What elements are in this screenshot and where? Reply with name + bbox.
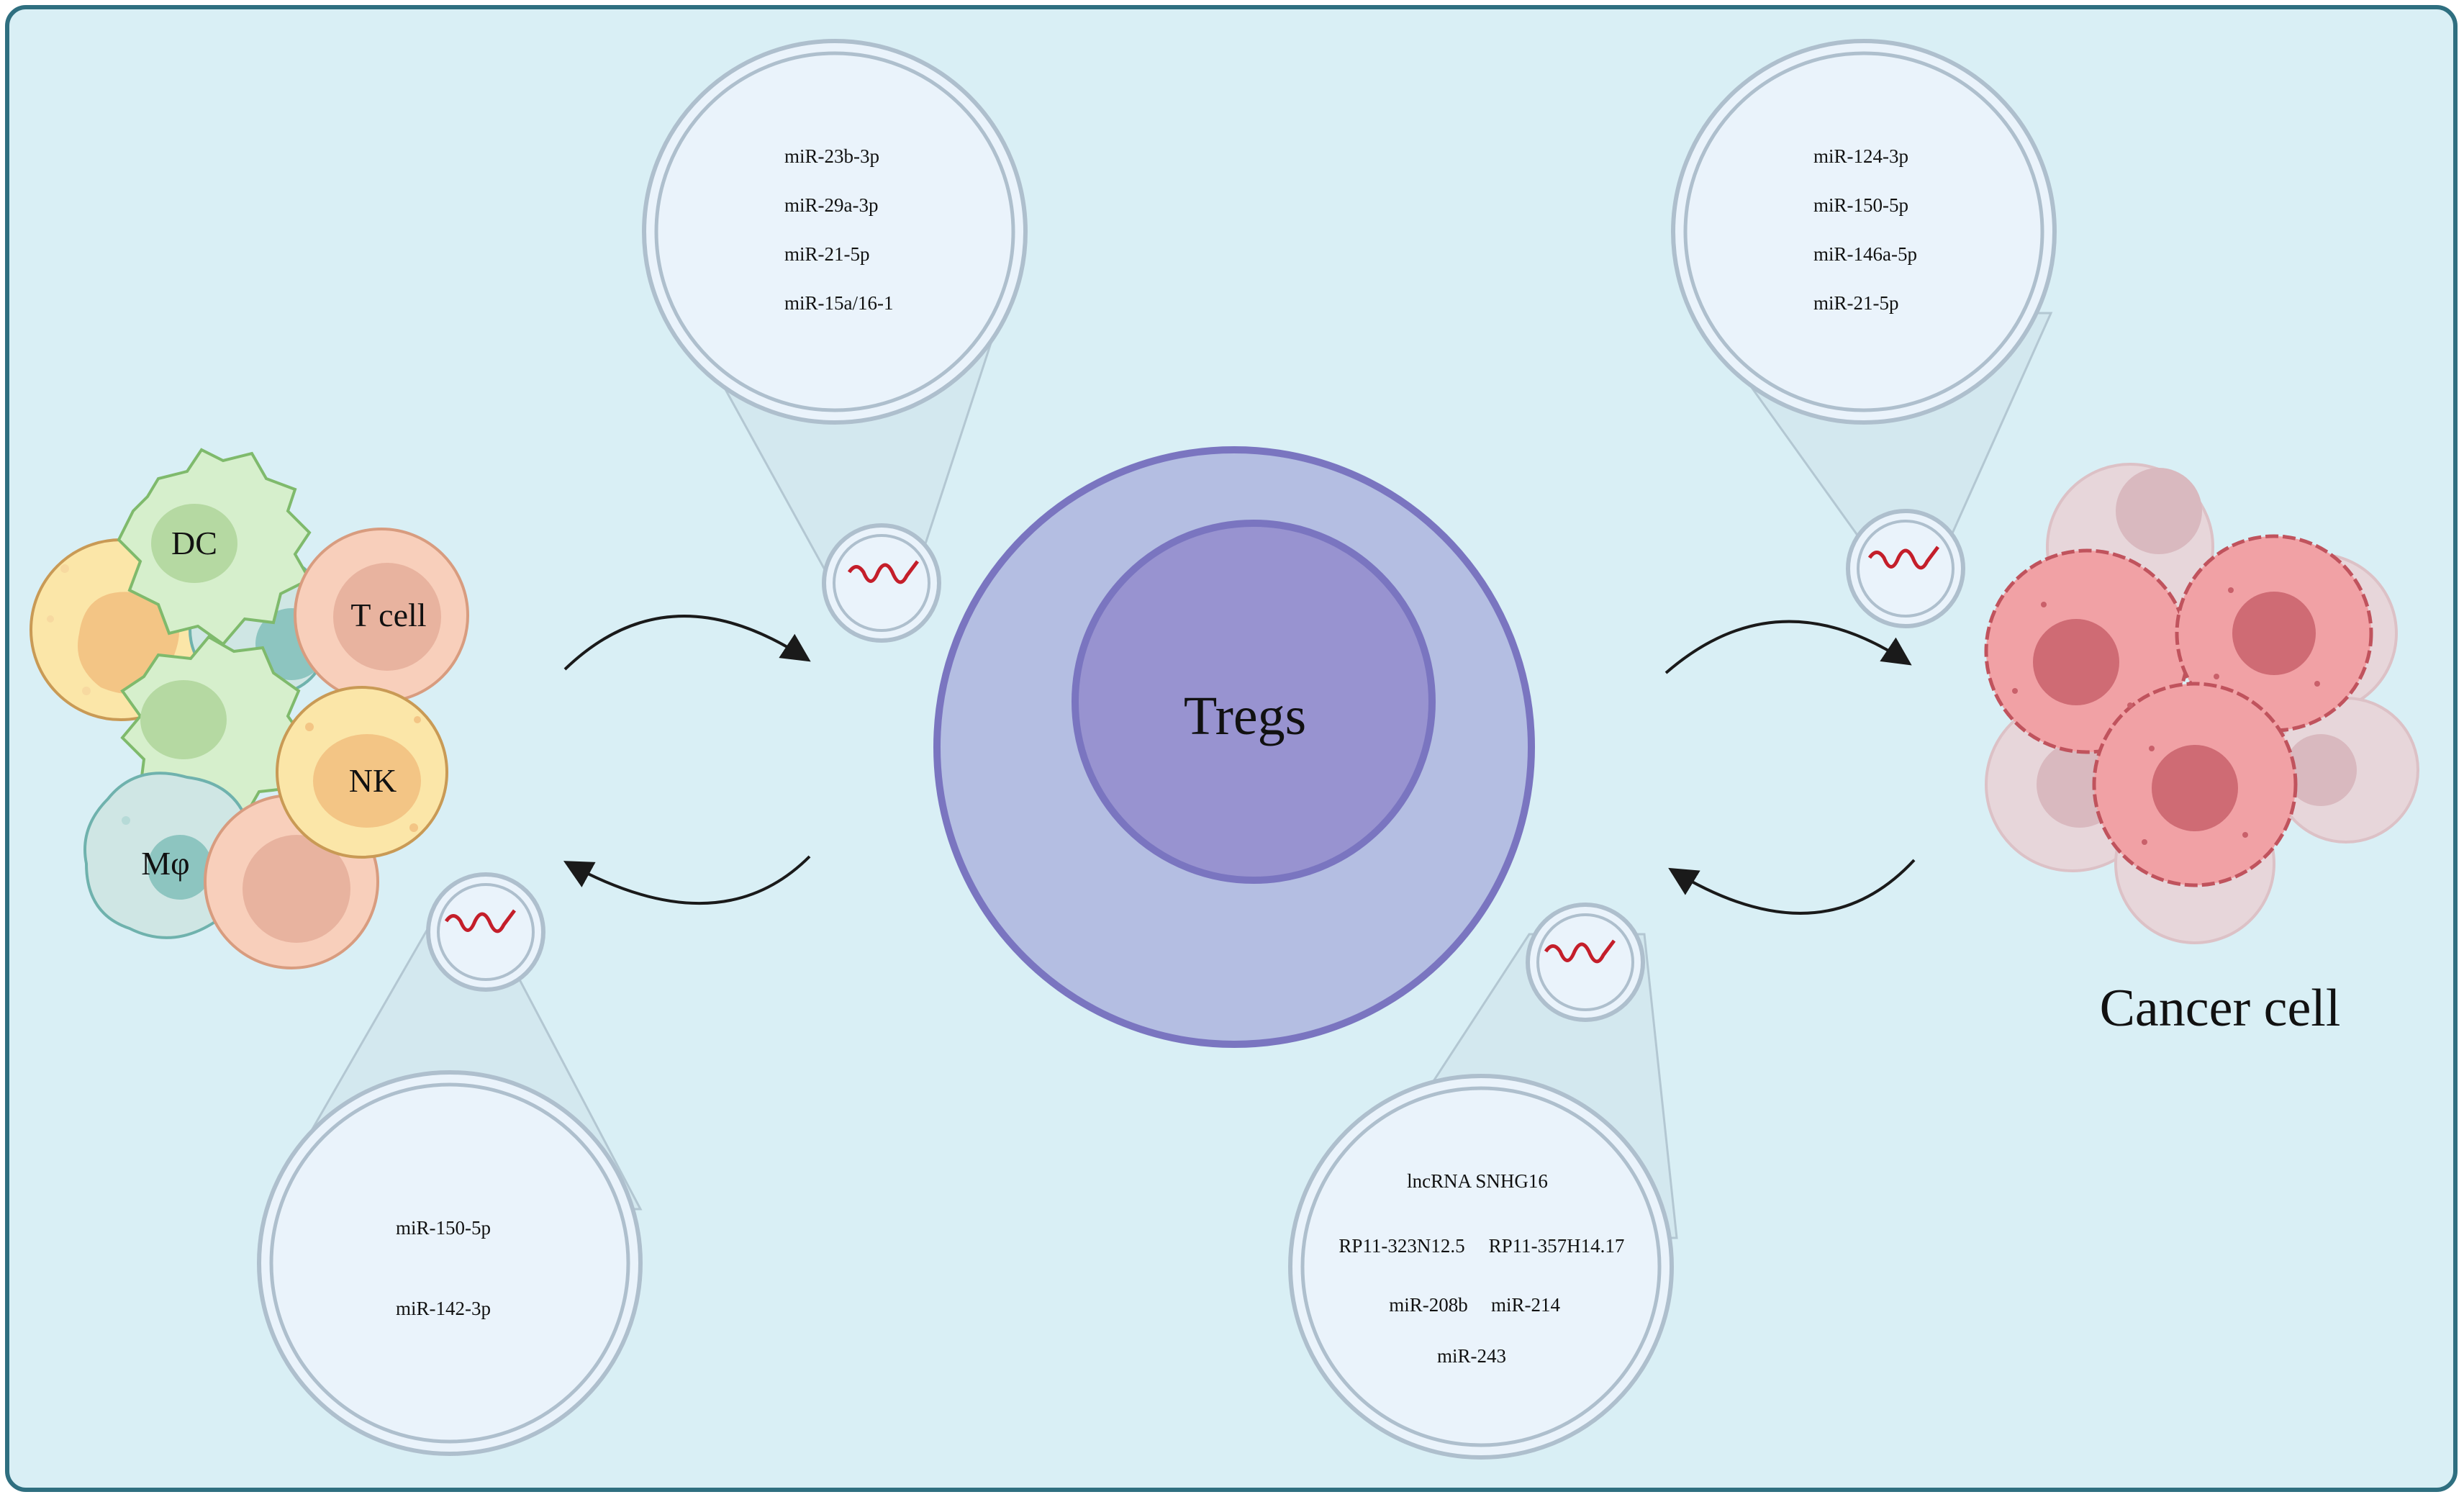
cancer-cell-cluster: Cancer cell xyxy=(1984,463,2419,1038)
vesicle-item: miR-142-3p xyxy=(396,1298,491,1319)
vesicle-item: miR-208b xyxy=(1389,1294,1468,1316)
t-cell xyxy=(294,528,469,703)
arrows xyxy=(563,615,1916,915)
arrow-immune-to-treg xyxy=(563,615,811,671)
arrow-cancer-to-treg xyxy=(1668,859,1916,915)
vesicle-item: lncRNA SNHG16 xyxy=(1407,1170,1548,1192)
nk-cell xyxy=(276,686,448,859)
vesicle-item: RP11-323N12.5 xyxy=(1339,1235,1464,1257)
large-vesicle-bottom-right: lncRNA SNHG16 RP11-323N12.5 RP11-357H14.… xyxy=(1288,1074,1674,1460)
label-macrophage: Mφ xyxy=(141,845,189,882)
large-vesicle-top-left: miR-23b-3p miR-29a-3p miR-21-5p miR-15a/… xyxy=(642,39,1028,425)
vesicle-item: miR-146a-5p xyxy=(1813,243,1917,265)
label-dc: DC xyxy=(171,525,217,561)
cancer-cell-dots xyxy=(2012,587,2320,845)
vesicle-item: miR-21-5p xyxy=(1813,292,1899,314)
label-t-cell: T cell xyxy=(350,597,426,633)
vesicle-item: miR-243 xyxy=(1437,1345,1506,1367)
small-vesicle-bottom-right xyxy=(1526,903,1645,1022)
large-vesicle-bottom-left: miR-150-5p miR-142-3p xyxy=(257,1070,643,1456)
label-nk: NK xyxy=(349,762,397,799)
vesicle-item: miR-124-3p xyxy=(1813,145,1908,167)
cancer-cell-2 xyxy=(2175,534,2373,733)
treg-cell: Tregs xyxy=(933,446,1535,1048)
vesicle-item: miR-214 xyxy=(1491,1294,1561,1316)
rna-strand-icon xyxy=(1867,546,1939,570)
arrow-treg-to-cancer xyxy=(1664,620,1912,674)
dc-cell-top xyxy=(117,448,312,646)
label-cancer-cell: Cancer cell xyxy=(2100,979,2341,1038)
vesicle-item: miR-15a/16-1 xyxy=(784,292,893,314)
rna-strand-icon xyxy=(444,909,516,933)
small-vesicle-top-left xyxy=(822,523,941,643)
vesicle-item: miR-150-5p xyxy=(396,1217,491,1239)
rna-strand-icon xyxy=(1544,939,1616,964)
small-vesicle-bottom-left xyxy=(426,872,545,992)
rna-strand-icon xyxy=(847,560,919,584)
cancer-cell-3 xyxy=(2092,682,2298,887)
vesicle-item: miR-21-5p xyxy=(784,243,870,265)
small-vesicle-top-right xyxy=(1846,509,1965,628)
vesicle-item: miR-29a-3p xyxy=(784,194,878,216)
immune-cell-cluster: DC T cell NK Mφ xyxy=(30,448,469,969)
vesicle-item: miR-23b-3p xyxy=(784,145,879,167)
vesicle-item: miR-150-5p xyxy=(1813,194,1908,216)
treg-title: Tregs xyxy=(1184,686,1306,746)
vesicle-item: RP11-357H14.17 xyxy=(1489,1235,1625,1257)
arrow-treg-to-immune xyxy=(563,855,811,905)
large-vesicle-top-right: miR-124-3p miR-150-5p miR-146a-5p miR-21… xyxy=(1671,39,2057,425)
